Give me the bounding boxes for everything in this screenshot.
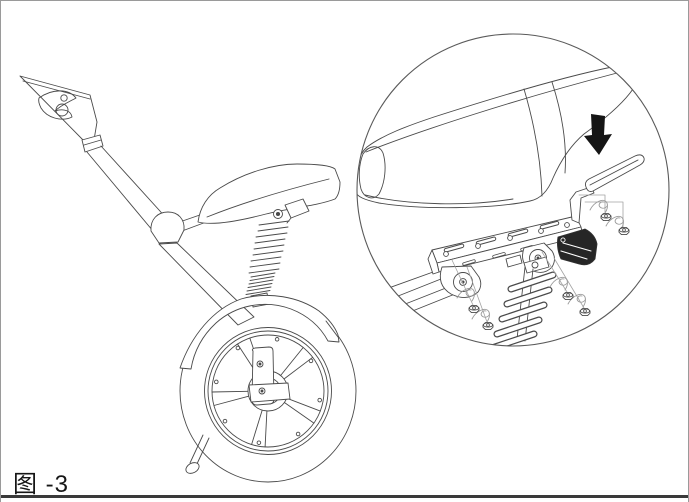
saddle-bracket [273,198,310,224]
magnifier-detail-view [356,33,670,347]
bottom-border-rule [1,495,688,498]
magnifier-circle [356,33,670,347]
shock-absorber [488,256,557,346]
folding-latch-plate [19,75,98,144]
steering-column [81,134,170,232]
front-fender [179,294,340,370]
pivot-mounts [439,242,555,298]
kickstand [185,434,210,474]
down-arrow-icon [584,114,612,155]
mounting-rail [427,215,584,275]
tail-lamp [556,228,598,266]
detail-seat [357,64,636,209]
saddle-spring [245,220,290,308]
hub-bracket [248,346,291,406]
bike-illustration [19,75,357,483]
figure-caption: 图 -3 [13,471,70,498]
tire [179,299,357,483]
saddle [197,163,341,224]
seat-catch-bracket [569,154,645,224]
